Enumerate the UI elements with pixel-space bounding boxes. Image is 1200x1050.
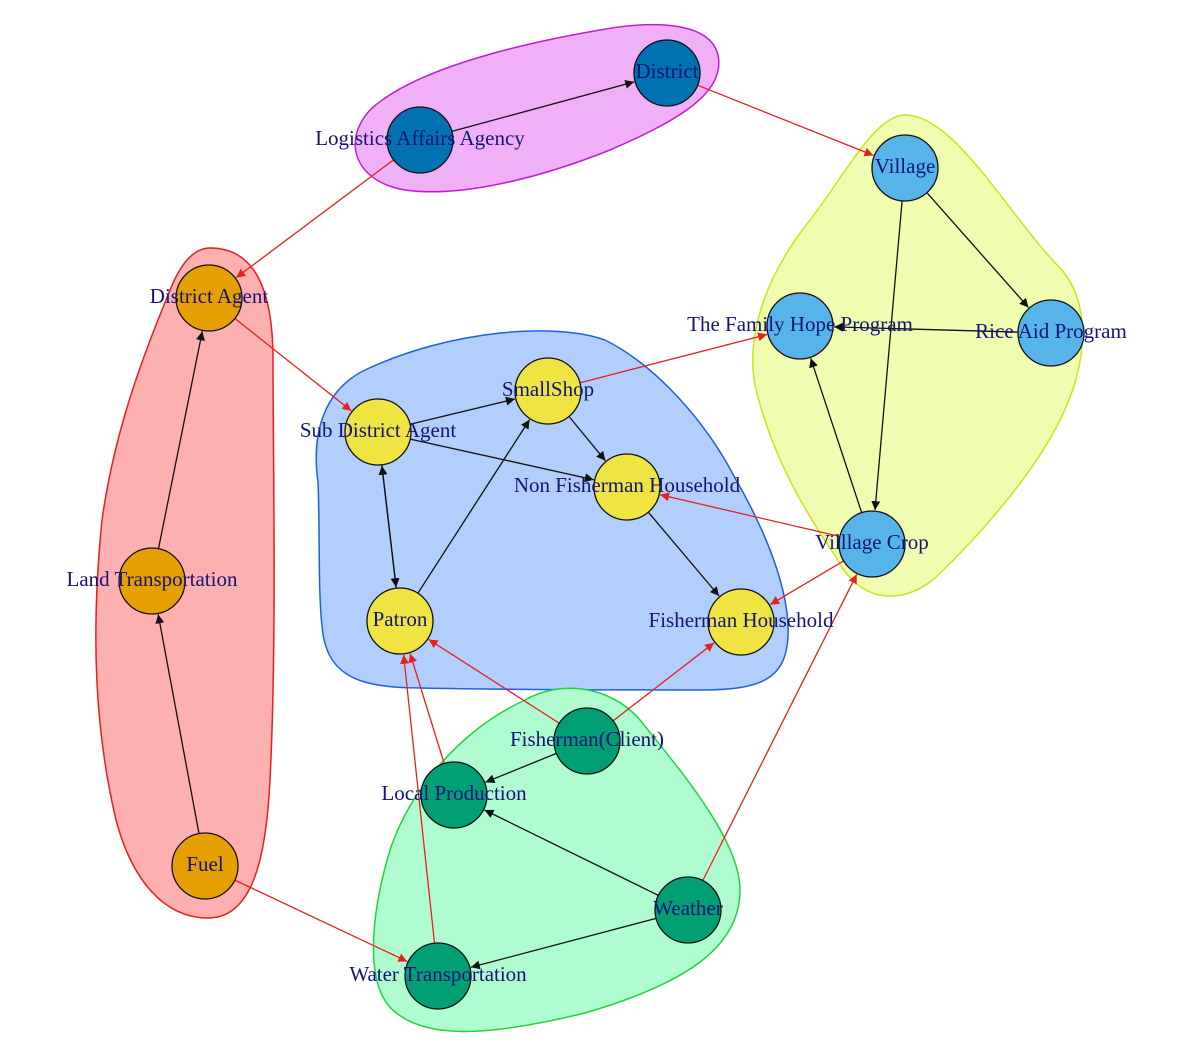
node-circle — [553, 707, 621, 775]
node-local_production: Local Production — [381, 761, 527, 829]
node-weather: Weather — [653, 876, 723, 944]
cluster-blue — [315, 330, 789, 691]
node-fisherman_client: Fisherman(Client) — [510, 707, 664, 775]
node-label: Weather — [653, 896, 722, 920]
edge-logistics-to-district — [451, 79, 635, 133]
node-rice_aid: Rice Aid Program — [975, 299, 1127, 367]
node-label: Villlage Crop — [815, 530, 929, 554]
node-smallshop: SmallShop — [502, 357, 594, 425]
node-fisherman_household: Fisherman Household — [649, 588, 834, 656]
node-district_agent: District Agent — [150, 264, 269, 332]
node-label: Fisherman(Client) — [510, 727, 664, 751]
node-label: District — [636, 59, 699, 83]
edge-local_production-to-patron — [408, 653, 445, 764]
edge-weather-to-village_crop — [702, 574, 858, 881]
node-fuel: Fuel — [171, 832, 239, 900]
node-sub_district: Sub District Agent — [300, 398, 456, 466]
edge-sub_district-to-non_fisherman — [410, 438, 594, 483]
node-circle — [707, 588, 775, 656]
edge-weather-to-water_transport — [470, 917, 657, 970]
node-circle — [654, 876, 722, 944]
node-label: SmallShop — [502, 377, 594, 401]
edge-village-to-village_crop — [871, 200, 903, 511]
node-circle — [171, 832, 239, 900]
node-label: The Family Hope Program — [687, 312, 913, 336]
cluster-yellow — [752, 114, 1084, 597]
node-patron: Patron — [366, 587, 434, 655]
edge-non_fisherman-to-fisherman_household — [647, 511, 720, 597]
node-circle — [514, 357, 582, 425]
node-label: Land Transportation — [67, 567, 238, 591]
node-label: Village — [875, 154, 936, 178]
edge-smallshop-to-family_hope — [579, 332, 768, 384]
edge-fuel-to-land_transport — [155, 614, 200, 834]
node-label: Fisherman Household — [649, 608, 834, 632]
edge-fuel-to-water_transport — [234, 879, 408, 963]
edge-village-to-rice_aid — [926, 192, 1029, 308]
node-village: Village — [871, 134, 939, 202]
node-label: Water Transportation — [349, 962, 527, 986]
node-circle — [366, 587, 434, 655]
nodes-layer: Logistics Affairs Agency DistrictVillageT… — [67, 39, 1127, 1010]
edge-land_transport-to-district_agent — [157, 331, 205, 549]
edge-rice_aid-to-family_hope — [833, 322, 1019, 333]
node-label: Fuel — [186, 852, 224, 876]
edge-village_crop-to-fisherman_household — [769, 560, 844, 606]
node-label: Sub District Agent — [300, 418, 456, 442]
node-circle — [838, 510, 906, 578]
node-circle — [766, 292, 834, 360]
edge-patron-to-smallshop — [417, 419, 531, 594]
edge-fisherman_client-to-patron — [428, 638, 560, 724]
edge-sub_district-to-smallshop — [409, 396, 516, 425]
node-circle — [118, 547, 186, 615]
edge-smallshop-to-non_fisherman — [568, 416, 606, 462]
node-label: District Agent — [150, 284, 269, 308]
node-label: Logistics Affairs Agency — [315, 126, 525, 150]
node-circle — [404, 942, 472, 1010]
edge-district_agent-to-sub_district — [234, 317, 352, 412]
node-circle — [175, 264, 243, 332]
node-label: Rice Aid Program — [975, 319, 1127, 343]
edge-fisherman_client-to-fisherman_household — [612, 642, 715, 722]
node-circle — [386, 106, 454, 174]
edge-village_crop-to-non_fisherman — [659, 492, 841, 538]
node-water_transport: Water Transportation — [349, 942, 527, 1010]
edge-fisherman_client-to-local_production — [485, 752, 557, 783]
node-family_hope: The Family Hope Program — [687, 292, 913, 360]
edge-district-to-village — [697, 84, 874, 157]
node-land_transport: Land Transportation — [67, 547, 238, 615]
node-district: District — [633, 39, 701, 107]
node-village_crop: Villlage Crop — [815, 510, 929, 578]
edge-logistics-to-district_agent — [235, 159, 394, 279]
node-circle — [344, 398, 412, 466]
node-circle — [420, 761, 488, 829]
node-logistics: Logistics Affairs Agency — [315, 106, 525, 174]
edge-weather-to-local_production — [484, 809, 659, 896]
edges-layer — [155, 79, 1029, 970]
edge-patron-to-sub_district — [378, 465, 397, 589]
node-circle — [1017, 299, 1085, 367]
node-label: Patron — [373, 607, 428, 631]
node-circle — [633, 39, 701, 107]
edge-water_transport-to-patron — [400, 654, 436, 944]
node-circle — [593, 453, 661, 521]
node-circle — [871, 134, 939, 202]
node-label: Non Fisherman Household — [514, 473, 741, 497]
edge-village_crop-to-family_hope — [809, 358, 863, 513]
node-label: Local Production — [381, 781, 527, 805]
node-non_fisherman: Non Fisherman Household — [514, 453, 741, 521]
